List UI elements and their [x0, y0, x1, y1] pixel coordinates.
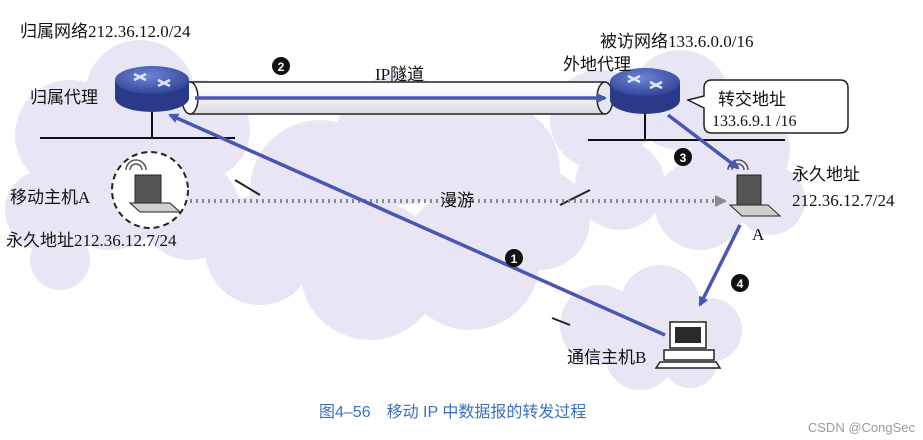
- mobile-host-a-icon: [111, 151, 189, 229]
- permanent-address-left: 永久地址212.36.12.7/24: [6, 231, 177, 250]
- care-of-value: 133.6.9.1 /16: [712, 113, 796, 130]
- arrow-step-1: [168, 113, 666, 337]
- figure-caption: 图4–56 移动 IP 中数据报的转发过程: [319, 403, 586, 421]
- watermark: CSDN @CongSec: [808, 420, 916, 435]
- permanent-address-right-title: 永久地址: [792, 165, 860, 184]
- care-of-address-callout: [685, 79, 849, 134]
- permanent-address-right-value: 212.36.12.7/24: [792, 191, 895, 210]
- home-network-label: 归属网络212.36.12.0/24: [20, 22, 191, 41]
- step-badge-3: 3: [674, 148, 692, 166]
- host-b-computer-icon: [654, 321, 722, 369]
- ip-tunnel: [181, 81, 614, 115]
- foreign-agent-label: 外地代理: [563, 55, 631, 74]
- host-b-label: 通信主机B: [567, 348, 646, 367]
- svg-text:3: 3: [680, 151, 687, 165]
- link-home-backbone: [234, 179, 261, 196]
- cloud-home: [5, 40, 250, 290]
- home-agent-router-icon: [115, 66, 189, 112]
- step-badge-1: 1: [505, 249, 523, 267]
- arrow-step-4: [698, 224, 742, 307]
- foreign-agent-router-icon: [610, 68, 680, 114]
- link-visited-backbone: [559, 189, 591, 206]
- link-b-backbone: [551, 317, 571, 326]
- step-badge-4: 4: [731, 274, 749, 292]
- svg-text:4: 4: [737, 277, 744, 291]
- svg-text:2: 2: [278, 60, 285, 74]
- mobile-host-label: 移动主机A: [10, 188, 91, 207]
- visited-network-label: 被访网络133.6.0.0/16: [600, 32, 753, 51]
- roaming-label: 漫游: [440, 191, 474, 210]
- ip-tunnel-label: IP隧道: [375, 65, 424, 84]
- home-agent-label: 归属代理: [30, 88, 98, 107]
- step-badge-2: 2: [272, 57, 290, 75]
- svg-text:1: 1: [511, 252, 518, 266]
- arrow-step-3: [666, 113, 740, 170]
- host-a-label: A: [752, 225, 765, 244]
- care-of-title: 转交地址: [718, 90, 786, 109]
